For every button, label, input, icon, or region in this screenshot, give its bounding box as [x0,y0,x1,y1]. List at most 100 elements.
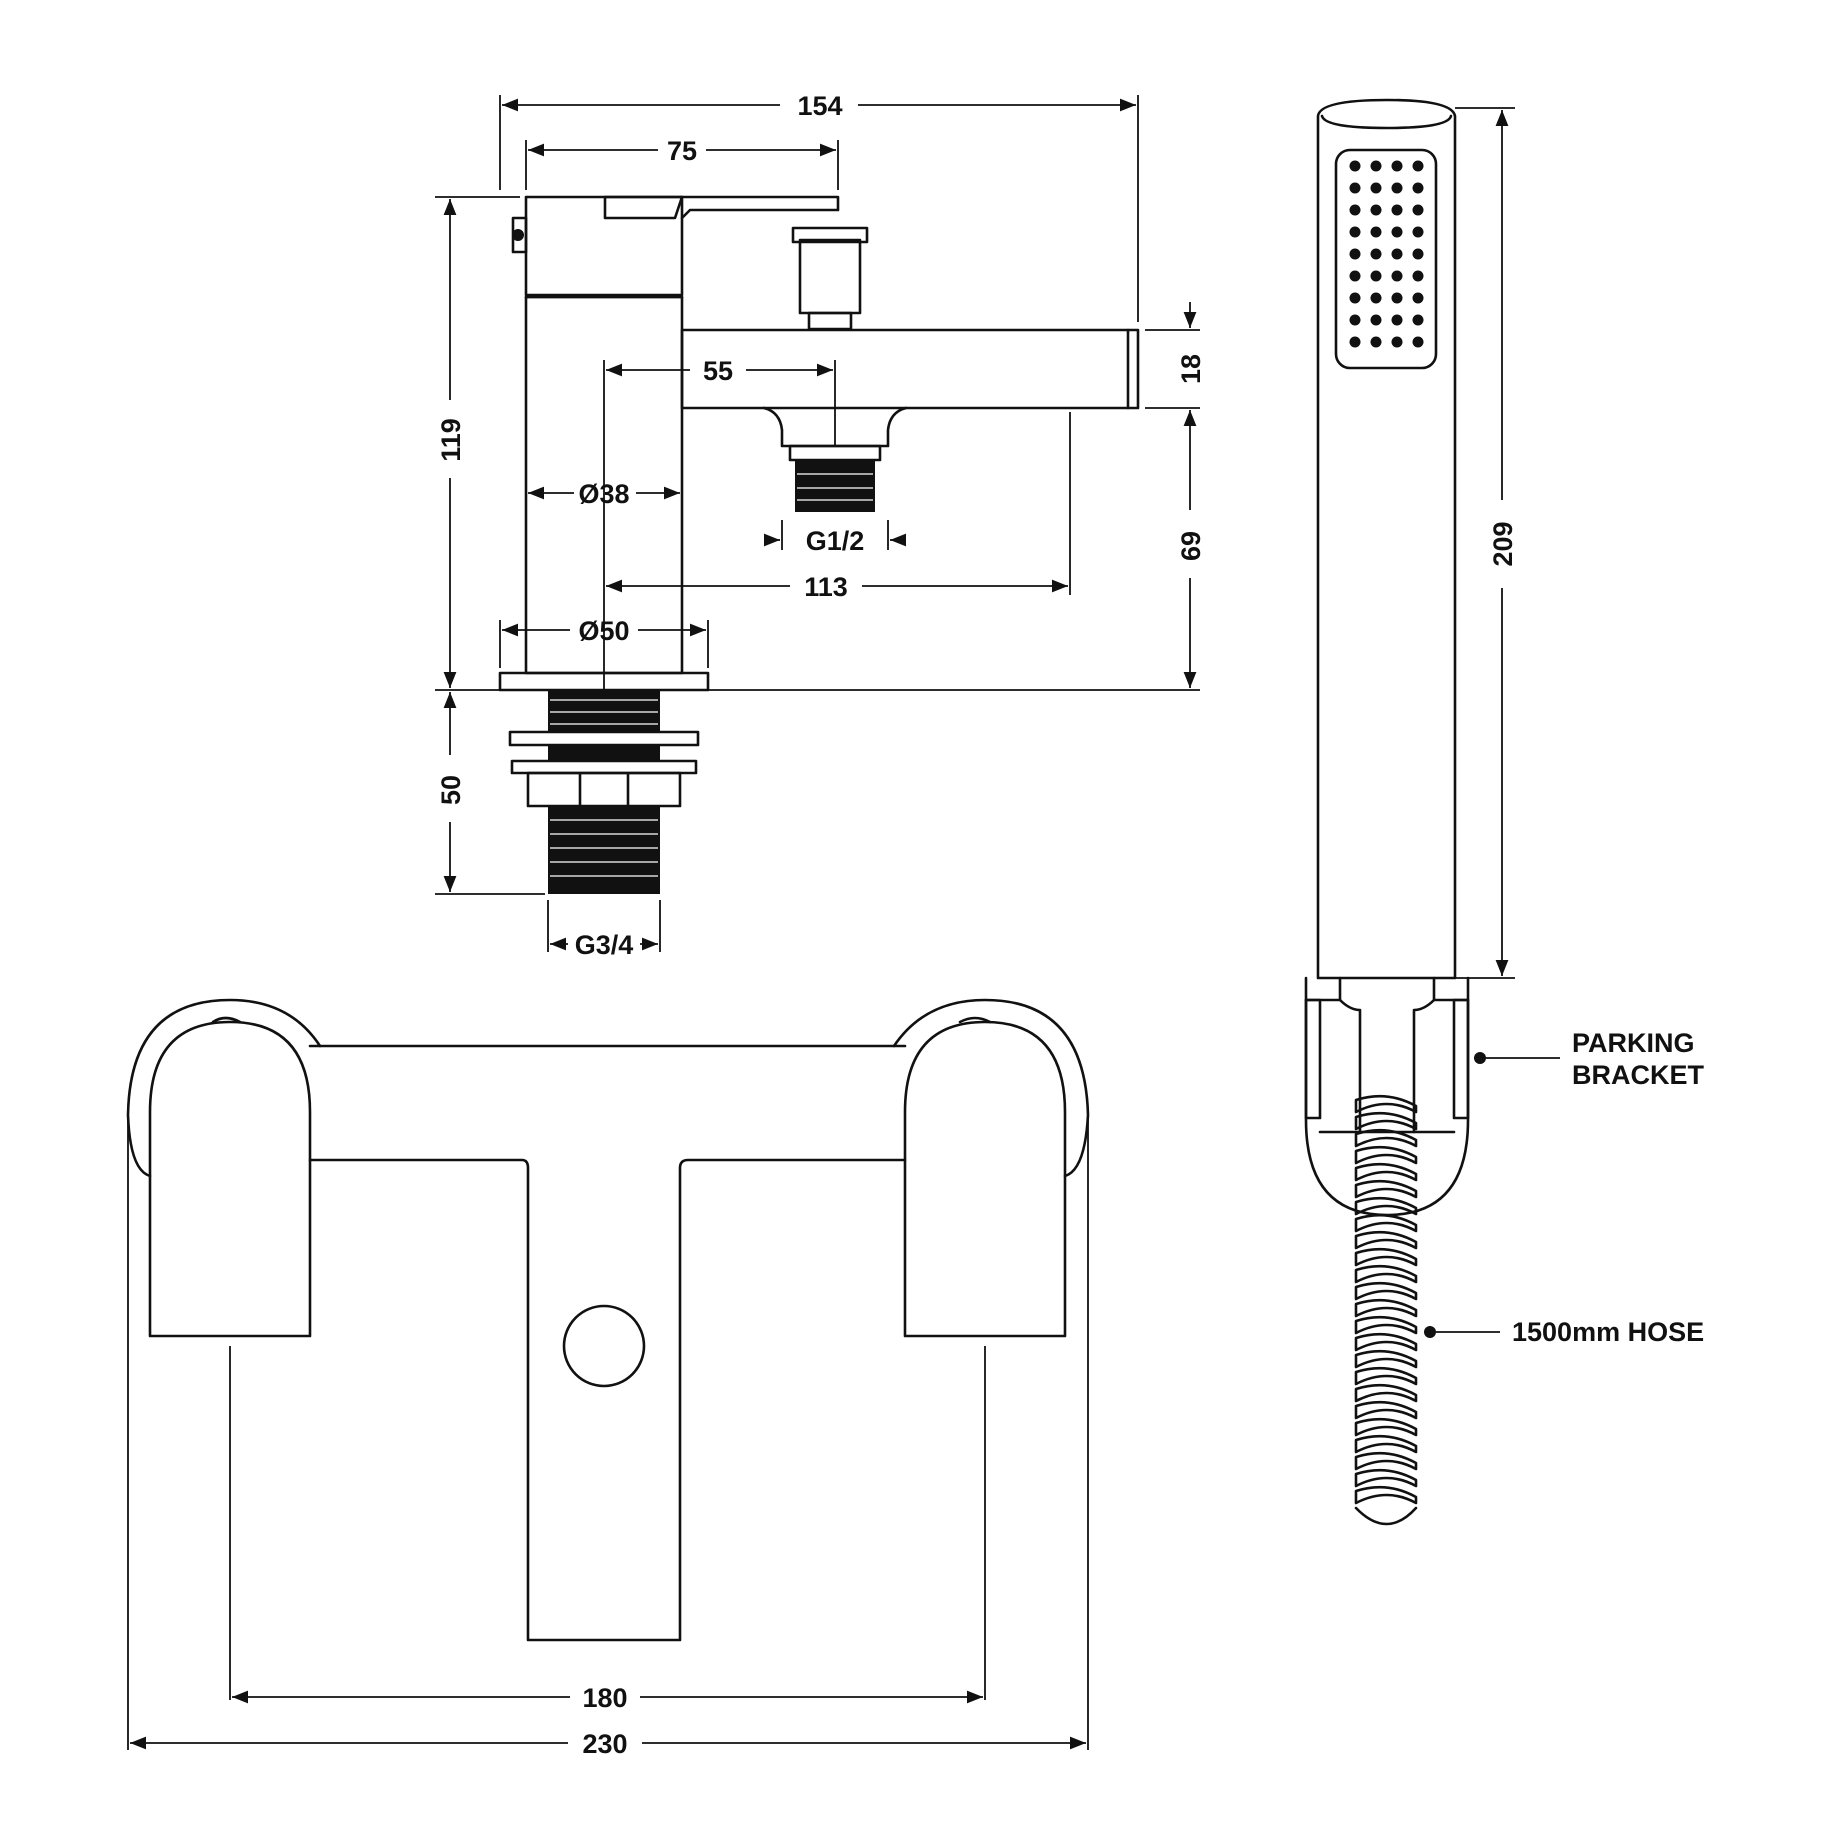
spray-nozzle [1349,336,1361,348]
spray-nozzle [1370,182,1382,194]
spray-nozzle [1370,314,1382,326]
bracket-left-lug [1304,998,1322,1120]
hose-coil [1354,1315,1418,1335]
hose-coil [1354,1332,1418,1352]
left-indicator [211,1016,242,1024]
washer-1 [508,730,700,747]
spray-nozzle [1349,160,1361,172]
spray-nozzle [1412,182,1424,194]
dim-spout-thickness: 18 [1176,354,1206,384]
diverter-knob [798,238,862,315]
spray-nozzle [1391,336,1403,348]
dim-inlet-centres: 180 [582,1683,627,1713]
outlet-nut [788,444,882,462]
dim-overall-depth: 154 [797,91,842,121]
hose-coil [1354,1162,1418,1182]
spray-nozzle [1370,204,1382,216]
side-handle-cap [511,216,528,254]
hose-coil [1354,1213,1418,1233]
dim-outlet-thread: G1/2 [806,526,865,556]
dim-inlet-thread: G3/4 [575,930,634,960]
dim-spout-height: 69 [1176,531,1206,561]
hose-coil [1354,1349,1418,1369]
spray-nozzle [1391,204,1403,216]
hose-coil [1354,1485,1418,1505]
spout [680,328,1140,410]
spray-nozzle [1370,248,1382,260]
right-escutcheon [892,998,1090,1178]
dim-spout-outlet-offset: 55 [703,356,733,386]
bracket-callout-line1: PARKING [1572,1028,1695,1058]
spray-nozzle [1391,314,1403,326]
hose-end [1354,1506,1418,1526]
spray-nozzle [1391,270,1403,282]
hose-coil [1354,1468,1418,1488]
outlet-thread [795,460,875,512]
spray-nozzle [1412,160,1424,172]
spray-nozzle [1349,182,1361,194]
spray-nozzle [1391,160,1403,172]
hose-coil [1354,1298,1418,1318]
spray-nozzle [1349,248,1361,260]
shank-thread-mid [548,745,660,761]
spray-nozzle [1412,314,1424,326]
spray-nozzle [1349,270,1361,282]
dim-handset-length: 209 [1488,521,1518,566]
hose-coil [1354,1247,1418,1267]
dim-lever-reach: 75 [667,136,697,166]
hose-coil [1354,1366,1418,1386]
hose-coil [1354,1451,1418,1471]
spray-nozzle [1412,248,1424,260]
side-view-mixer [498,195,1140,894]
side-lever [603,195,684,220]
hose-coil [1354,1145,1418,1165]
spray-nozzle [1349,292,1361,304]
dim-body-height: 119 [436,418,466,462]
spray-nozzle [1391,248,1403,260]
dim-shank-length: 50 [436,775,466,805]
shower-hose [1354,1094,1418,1526]
hose-coil [1354,1196,1418,1216]
bracket-right-lug [1452,998,1470,1120]
spray-nozzle [1349,314,1361,326]
shower-handset [1304,98,1560,1526]
left-handle [148,1020,312,1338]
handset-body [1316,98,1457,980]
hose-coil [1354,1230,1418,1250]
right-handle [903,1020,1067,1338]
spray-nozzle [1370,336,1382,348]
spray-nozzle [1412,336,1424,348]
diverter-button [562,1304,646,1388]
spray-nozzle [1370,160,1382,172]
spray-nozzle [1349,226,1361,238]
spray-nozzle [1412,204,1424,216]
shank-thread-lower [548,806,660,894]
shank-thread-upper [548,690,660,732]
bridge-body [308,1044,907,1642]
front-view-dimensions: 180 230 [130,1683,1086,1759]
hose-coil [1354,1383,1418,1403]
side-handle-screw [512,229,524,241]
spray-nozzle [1370,270,1382,282]
bracket-callout-line2: BRACKET [1572,1060,1705,1090]
side-view-dimensions: 154 75 119 18 69 55 Ø38 [435,91,1206,960]
spray-nozzle [1370,292,1382,304]
hose-callout: 1500mm HOSE [1512,1317,1704,1347]
backnut [526,771,682,808]
spray-plate [1334,148,1438,370]
diverter-stem [807,311,853,331]
hose-coil [1354,1264,1418,1284]
spray-nozzle [1412,292,1424,304]
spray-nozzle [1412,270,1424,282]
handset-top-edge [1320,114,1453,130]
hose-coil [1354,1111,1418,1131]
hose-coil [1354,1128,1418,1148]
spray-nozzle [1391,292,1403,304]
spray-nozzle [1391,226,1403,238]
dim-overall-width: 230 [582,1729,627,1759]
hose-coil [1354,1400,1418,1420]
dim-base-diameter: Ø50 [578,616,629,646]
hose-coil [1354,1094,1418,1114]
left-escutcheon [126,998,322,1178]
